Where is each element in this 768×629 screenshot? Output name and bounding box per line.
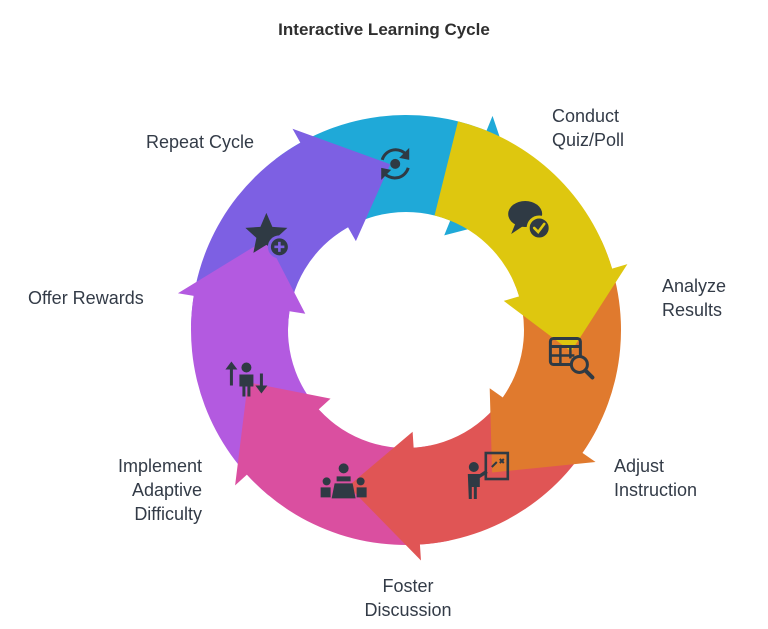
star-plus-icon: [245, 212, 291, 259]
step-label-offer-rewards: Offer Rewards: [28, 288, 144, 308]
chat-check-icon: [508, 200, 552, 241]
diagram-title: Interactive Learning Cycle: [278, 20, 490, 39]
step-label-repeat-cycle: Repeat Cycle: [146, 132, 255, 152]
adjust-person-icon: [225, 361, 268, 397]
cycle-arrows-icon: [380, 147, 410, 180]
group-discussion-icon: [320, 463, 367, 499]
table-search-icon: [548, 336, 595, 380]
presenter-board-icon: [467, 451, 510, 500]
